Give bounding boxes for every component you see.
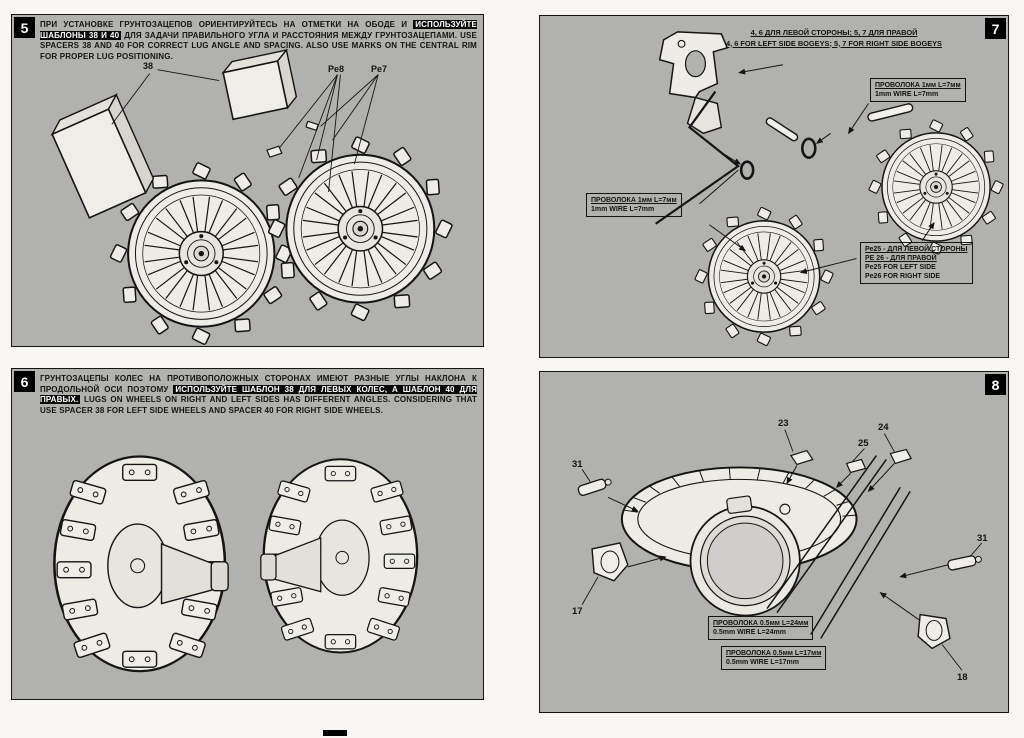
pe-parts-note-en-1: Pe25 FOR LEFT SIDE xyxy=(865,264,936,271)
drive-wheel-right-drawing xyxy=(869,120,1004,255)
instruction-text-ru: ПРИ УСТАНОВКЕ ГРУНТОЗАЦЕПОВ ОРИЕНТИРУЙТЕ… xyxy=(40,20,414,29)
bogey-side-note-en: 4, 6 FOR LEFT SIDE BOGEYS; 5, 7 FOR RIGH… xyxy=(725,38,942,48)
print-registration-mark xyxy=(323,730,347,736)
number-leader-lines xyxy=(581,429,983,671)
pe-parts-note: Ре25 - ДЛЯ ЛЕВОЙ СТОРОНЫ РЕ 26 - ДЛЯ ПРА… xyxy=(860,242,973,284)
step-8-number-badge: 8 xyxy=(985,374,1006,395)
bracket-part-25-drawing xyxy=(845,458,867,474)
lugged-wheel-left-drawing xyxy=(54,456,228,671)
cylinder-part-31-left-drawing xyxy=(577,478,612,496)
step-7-number-badge: 7 xyxy=(985,18,1006,39)
wire-note-right-en: 1mm WIRE L=7mm xyxy=(875,91,939,98)
wire-note-24mm-en: 0.5mm WIRE L=24mm xyxy=(713,629,786,636)
wire-note-17mm-ru: ПРОВОЛОКА 0.5мм L=17мм xyxy=(726,650,822,657)
wire-note-left: ПРОВОЛОКА 1мм L=7мм 1mm WIRE L=7mm xyxy=(586,193,682,217)
wire-note-right: ПРОВОЛОКА 1мм L=7мм 1mm WIRE L=7mm xyxy=(870,78,966,102)
part-label-18: 18 xyxy=(957,672,968,683)
spacer-template-large-drawing xyxy=(50,93,155,219)
cover-part-17-drawing xyxy=(591,542,629,582)
pe-parts-note-ru-1: Ре25 - ДЛЯ ЛЕВОЙ СТОРОНЫ xyxy=(865,246,968,253)
step-6-illustration xyxy=(12,369,483,699)
step-8-panel: 8 23 25 24 31 31 17 18 ПРОВОЛОКА 0.5мм L… xyxy=(539,371,1009,713)
arrow-leader-lines xyxy=(699,64,935,274)
cover-part-18-drawing xyxy=(917,613,951,650)
bogey-bracket-drawing xyxy=(658,31,729,135)
part-label-25: 25 xyxy=(858,438,869,449)
step-6-panel: 6 ГРУНТОЗАЦЕПЫ КОЛЕС НА ПРОТИВОПОЛОЖНЫХ … xyxy=(11,368,484,700)
etched-parts-drawing xyxy=(266,120,319,158)
step-5-number-badge: 5 xyxy=(14,17,35,38)
bracket-part-23-drawing xyxy=(789,449,814,466)
lugged-wheel-right-drawing xyxy=(261,459,418,652)
part-label-38: 38 xyxy=(143,61,154,71)
step-6-instructions: ГРУНТОЗАЦЕПЫ КОЛЕС НА ПРОТИВОПОЛОЖНЫХ СТ… xyxy=(40,374,477,416)
engine-deck-dome-drawing xyxy=(620,466,858,617)
step-7-panel: 7 4, 6 ДЛЯ ЛЕВОЙ СТОРОНЫ; 5, 7 ДЛЯ ПРАВО… xyxy=(539,15,1009,358)
instruction-text-ru: ГРУНТОЗАЦЕПЫ КОЛЕС НА ПРОТИВОПОЛОЖНЫХ СТ… xyxy=(40,374,477,394)
pe-parts-note-en-2: Pe26 FOR RIGHT SIDE xyxy=(865,273,941,280)
wire-segment-drawing xyxy=(765,117,799,142)
bogey-side-note-ru: 4, 6 ДЛЯ ЛЕВОЙ СТОРОНЫ; 5, 7 ДЛЯ ПРАВОЙ xyxy=(750,28,918,37)
wire-note-17mm: ПРОВОЛОКА 0.5мм L=17мм 0.5mm WIRE L=17mm xyxy=(721,646,827,670)
pe-parts-note-ru-2: РЕ 26 - ДЛЯ ПРАВОЙ xyxy=(865,255,937,262)
wire-note-17mm-en: 0.5mm WIRE L=17mm xyxy=(726,659,799,666)
wire-note-24mm-ru: ПРОВОЛОКА 0.5мм L=24мм xyxy=(713,620,809,627)
wire-bends-drawing xyxy=(655,90,817,225)
cylinder-part-31-right-drawing xyxy=(947,555,982,571)
step-5-panel: 5 ПРИ УСТАНОВКЕ ГРУНТОЗАЦЕПОВ ОРИЕНТИРУЙ… xyxy=(11,14,484,347)
part-label-17: 17 xyxy=(572,606,583,617)
bracket-part-24-drawing xyxy=(889,448,913,465)
instruction-text-en: ДЛЯ ЗАДАЧИ ПРАВИЛЬНОГО УГЛА И РАССТОЯНИЯ… xyxy=(40,30,477,61)
wire-rod-drawing xyxy=(867,103,914,122)
step-7-illustration xyxy=(655,31,1008,357)
leader-lines xyxy=(111,69,379,192)
spacer-template-small-drawing xyxy=(221,48,298,121)
step-8-illustration xyxy=(577,429,983,671)
part-label-24: 24 xyxy=(878,422,889,433)
wire-note-left-ru: ПРОВОЛОКА 1мм L=7мм xyxy=(591,197,677,204)
bogey-side-note: 4, 6 ДЛЯ ЛЕВОЙ СТОРОНЫ; 5, 7 ДЛЯ ПРАВОЙ … xyxy=(708,28,960,49)
step-6-number-badge: 6 xyxy=(14,371,35,392)
part-label-31-right: 31 xyxy=(977,533,988,544)
instruction-text-en: LUGS ON WHEELS ON RIGHT AND LEFT SIDES H… xyxy=(40,395,477,415)
wire-note-left-en: 1mm WIRE L=7mm xyxy=(591,206,655,213)
part-label-pe7: Pe7 xyxy=(371,64,388,74)
road-wheel-right-drawing xyxy=(268,136,453,321)
part-label-pe8: Pe8 xyxy=(328,64,345,74)
drive-wheel-bottom-drawing xyxy=(695,207,834,346)
part-label-31-left: 31 xyxy=(572,459,583,470)
wire-note-24mm: ПРОВОЛОКА 0.5мм L=24мм 0.5mm WIRE L=24mm xyxy=(708,616,814,640)
assembly-arrows xyxy=(607,463,949,621)
step-5-illustration xyxy=(50,48,483,346)
step-5-instructions: ПРИ УСТАНОВКЕ ГРУНТОЗАЦЕПОВ ОРИЕНТИРУЙТЕ… xyxy=(40,20,477,62)
part-label-23: 23 xyxy=(778,418,789,429)
wire-note-right-ru: ПРОВОЛОКА 1мм L=7мм xyxy=(875,82,961,89)
